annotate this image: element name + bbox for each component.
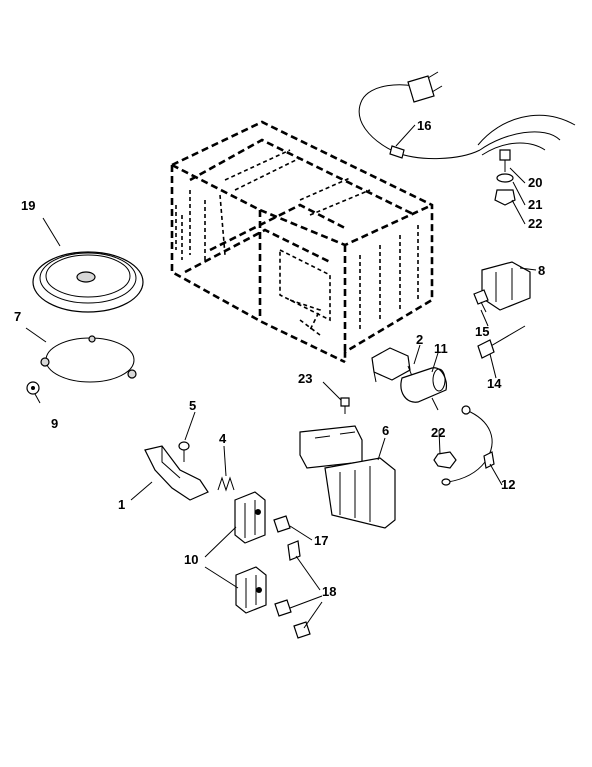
callout-9: 9 (51, 416, 58, 431)
callout-6: 6 (382, 423, 389, 438)
hv-assembly (299, 425, 396, 529)
screw-23 (340, 397, 350, 414)
callout-22-lower: 22 (431, 425, 445, 440)
cabinet-frame (170, 120, 434, 364)
callout-22-upper: 22 (528, 216, 542, 231)
callout-11: 11 (434, 341, 448, 356)
callout-20: 20 (528, 175, 542, 190)
thermal-cutout (481, 261, 531, 311)
callout-4: 4 (219, 431, 227, 446)
callout-5: 5 (189, 398, 196, 413)
callout-labels: 19 7 9 5 4 1 10 17 18 23 6 2 11 22 12 14… (14, 118, 545, 599)
ground-hardware (494, 149, 516, 206)
screw-5 (178, 441, 190, 462)
cable-tie (477, 325, 526, 359)
power-cord (358, 71, 576, 159)
roller-ring (40, 335, 137, 383)
capacitor (400, 367, 447, 411)
coupler (26, 381, 40, 395)
actuator-18b (274, 599, 292, 617)
actuator-18a (287, 540, 301, 561)
screw-15 (473, 289, 489, 313)
callout-21: 21 (528, 197, 542, 212)
callout-12: 12 (501, 477, 515, 492)
callout-10: 10 (184, 552, 198, 567)
callout-14: 14 (487, 376, 502, 391)
leader-lines (25, 124, 537, 629)
callout-1: 1 (118, 497, 125, 512)
callout-2: 2 (416, 332, 423, 347)
callout-18: 18 (322, 584, 336, 599)
callout-17: 17 (314, 533, 328, 548)
callout-8: 8 (538, 263, 545, 278)
callout-15: 15 (475, 324, 489, 339)
callout-16: 16 (417, 118, 431, 133)
wire-harness (441, 405, 495, 486)
nut-22 (433, 451, 457, 469)
interlock-switch-upper (234, 491, 266, 544)
actuator-18c (293, 621, 311, 639)
spring (217, 476, 235, 492)
actuator-17 (273, 515, 291, 533)
turntable-tray (32, 251, 144, 313)
callout-23: 23 (298, 371, 312, 386)
callout-19: 19 (21, 198, 35, 213)
latch-bracket (144, 445, 209, 501)
callout-7: 7 (14, 309, 21, 324)
interlock-switch-lower (235, 566, 267, 614)
